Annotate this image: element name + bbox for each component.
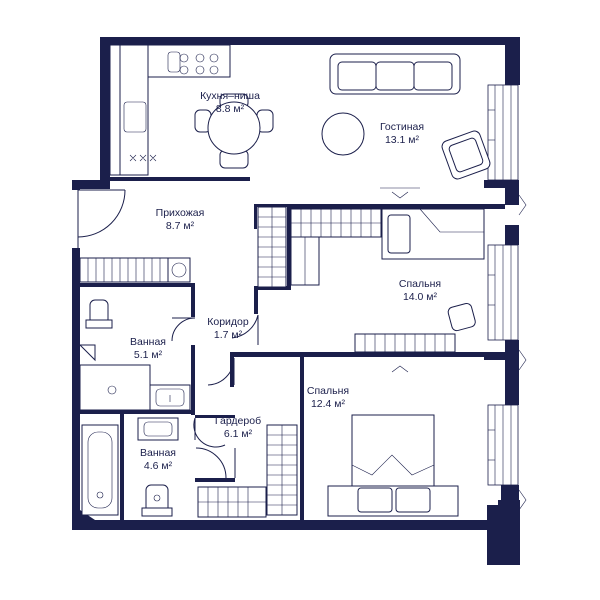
room-bath1-name: Ванная [130, 336, 166, 348]
room-living-name: Гостиная [380, 121, 424, 133]
window-bedroom1 [487, 244, 519, 341]
bath2-fixtures [81, 417, 179, 517]
doors [77, 187, 420, 479]
bath1-fixtures [79, 299, 191, 411]
built-in-wardrobes [257, 206, 382, 288]
room-corridor-name: Коридор [207, 316, 249, 328]
room-hall-name: Прихожая [156, 207, 205, 219]
room-bath2-area: 4.6 м² [144, 460, 173, 472]
room-corridor-area: 1.7 м² [214, 329, 243, 341]
interior-walls [80, 177, 505, 520]
room-kitchen-name: Кухня–ниша [200, 90, 260, 102]
room-bath2-name: Ванная [140, 447, 176, 459]
hall-furniture [79, 257, 191, 283]
room-living-area: 13.1 м² [385, 134, 420, 146]
room-wardrobe-area: 6.1 м² [224, 428, 253, 440]
bedroom2-furniture [327, 414, 459, 517]
kitchen-furniture [109, 44, 274, 176]
room-bedroom2-name: Спальня [307, 385, 349, 397]
bedroom1-furniture [354, 208, 485, 353]
room-bedroom1-name: Спальня [399, 278, 441, 290]
room-bedroom2-area: 12.4 м² [311, 398, 346, 410]
room-kitchen-area: 8.8 м² [216, 103, 245, 115]
dining-table [194, 93, 274, 169]
room-hall-area: 8.7 м² [166, 220, 195, 232]
room-bath1-area: 5.1 м² [134, 349, 163, 361]
windows [487, 84, 527, 511]
room-labels: Кухня–ниша 8.8 м² Гостиная 13.1 м² Прихо… [130, 90, 441, 472]
window-bedroom2 [487, 404, 519, 486]
room-bedroom1-area: 14.0 м² [403, 291, 438, 303]
wardrobe-shelving [197, 424, 298, 518]
living-furniture [321, 53, 491, 180]
window-living [487, 84, 519, 181]
room-wardrobe-name: Гардероб [215, 415, 261, 427]
